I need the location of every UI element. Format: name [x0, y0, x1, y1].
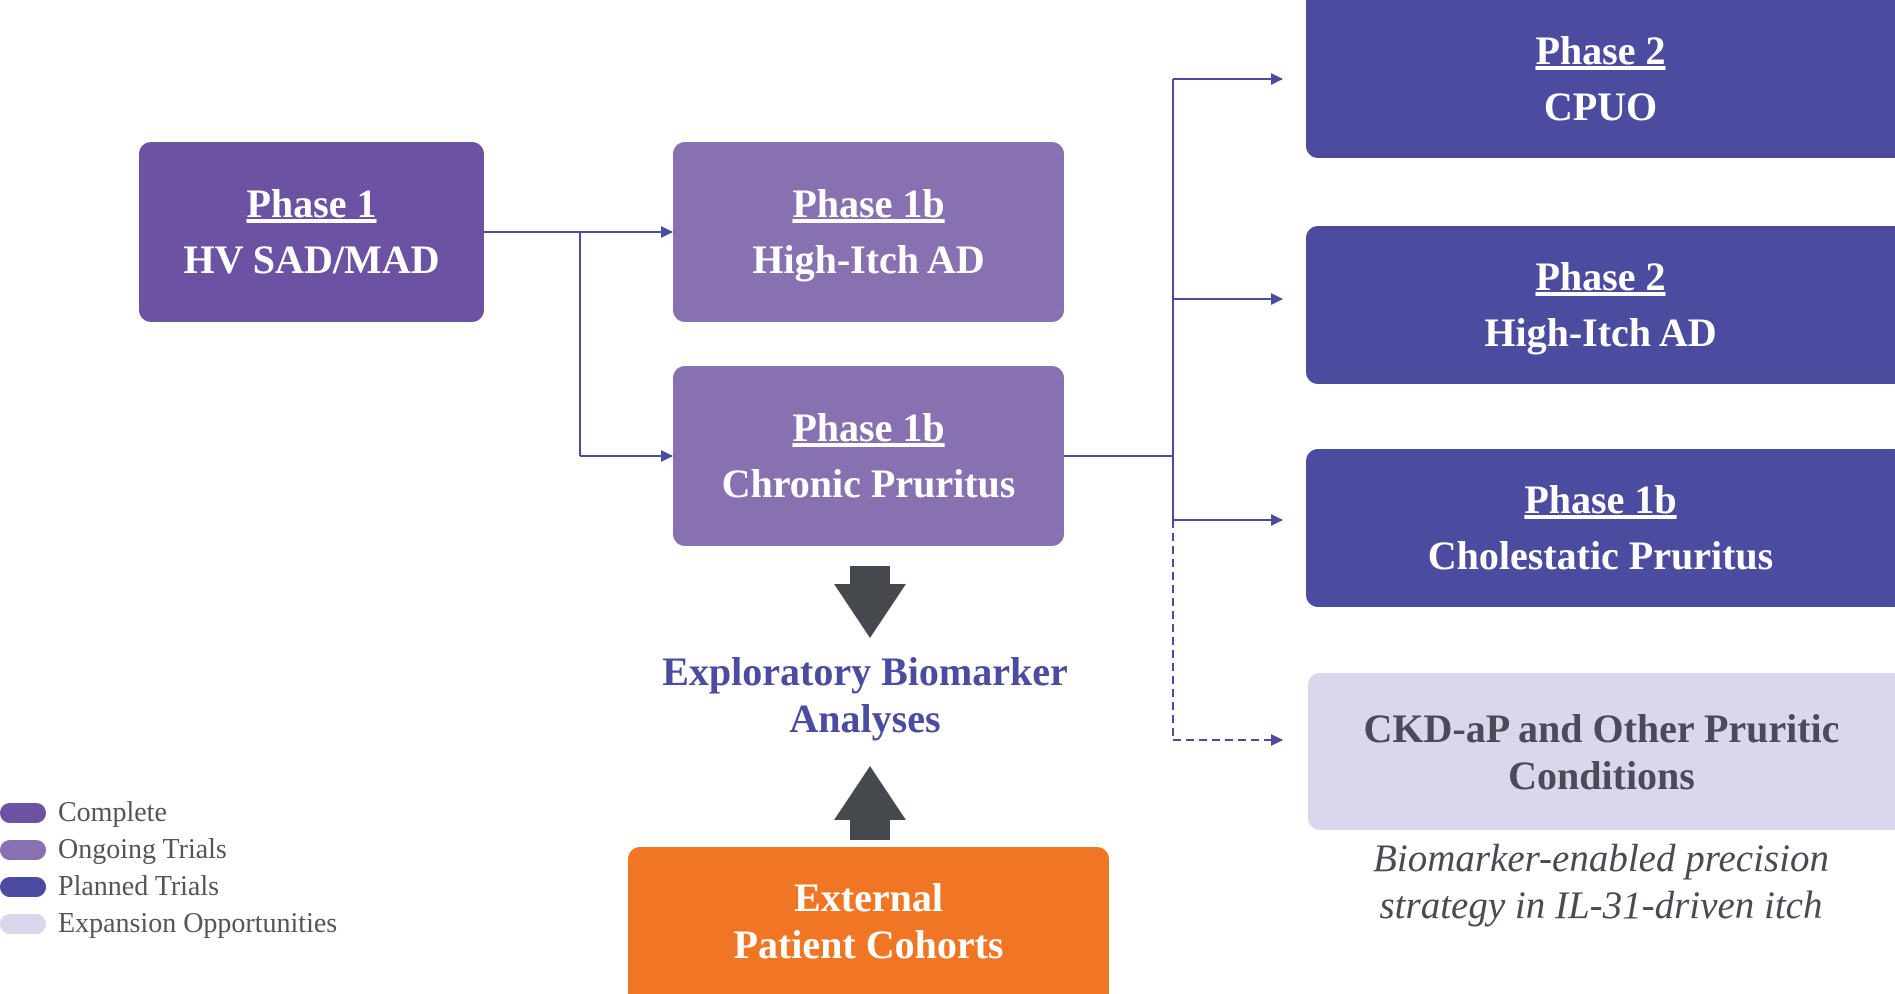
tagline-line1: Biomarker-enabled precision [1373, 837, 1829, 880]
legend-label: Complete [58, 797, 167, 828]
phase1b-chronic-pruritus-box: Phase 1b Chronic Pruritus [673, 366, 1064, 546]
legend-swatch-expansion [0, 914, 46, 934]
phase1b-high-itch-ad-title: Phase 1b [792, 181, 945, 226]
expansion-line2: Conditions [1508, 752, 1695, 798]
legend-swatch-planned [0, 877, 46, 897]
legend-item-complete: Complete [0, 798, 380, 828]
phase2-cpuo-subtitle: CPUO [1543, 84, 1658, 129]
phase2-high-itch-ad-subtitle: High-Itch AD [1484, 310, 1717, 355]
legend-label: Expansion Opportunities [58, 908, 338, 939]
legend-label: Planned Trials [58, 871, 220, 902]
phase1b-high-itch-ad-subtitle: High-Itch AD [752, 237, 985, 282]
phase1b-chronic-pruritus-title: Phase 1b [792, 405, 945, 450]
phase1b-cholestatic-pruritus-title: Phase 1b [1524, 477, 1677, 522]
up-arrow [834, 766, 906, 840]
legend-swatch-ongoing [0, 840, 46, 860]
expansion-line1: CKD-aP and Other Pruritic [1363, 705, 1840, 751]
legend-item-planned: Planned Trials [0, 872, 380, 902]
phase2-cpuo-title: Phase 2 [1535, 28, 1666, 73]
ckd-ap-expansion-box: CKD-aP and Other Pruritic Conditions [1308, 673, 1895, 830]
phase1b-cholestatic-pruritus-subtitle: Cholestatic Pruritus [1427, 533, 1774, 578]
strategy-tagline: Biomarker-enabled precision strategy in … [1306, 835, 1895, 929]
biomarker-line2: Analyses [789, 696, 941, 741]
biomarker-line1: Exploratory Biomarker [662, 649, 1068, 694]
tagline-line2: strategy in IL-31-driven itch [1379, 884, 1823, 927]
phase1b-chronic-pruritus-subtitle: Chronic Pruritus [721, 461, 1016, 506]
legend-item-ongoing: Ongoing Trials [0, 835, 380, 865]
legend-label: Ongoing Trials [58, 834, 227, 865]
phase2-cpuo-box: Phase 2 CPUO [1306, 0, 1895, 158]
phase2-high-itch-ad-box: Phase 2 High-Itch AD [1306, 226, 1895, 384]
external-line2: Patient Cohorts [733, 921, 1004, 967]
phase2-high-itch-ad-title: Phase 2 [1535, 254, 1666, 299]
legend-swatch-complete [0, 803, 46, 823]
legend-item-expansion: Expansion Opportunities [0, 909, 380, 939]
phase1b-high-itch-ad-box: Phase 1b High-Itch AD [673, 142, 1064, 322]
external-patient-cohorts-box: External Patient Cohorts [628, 847, 1109, 994]
phase1-subtitle: HV SAD/MAD [183, 237, 440, 282]
external-line1: External [794, 874, 943, 920]
phase1-title: Phase 1 [246, 181, 377, 226]
phase1-box: Phase 1 HV SAD/MAD [139, 142, 484, 322]
phase1b-cholestatic-pruritus-box: Phase 1b Cholestatic Pruritus [1306, 449, 1895, 607]
exploratory-biomarker-label: Exploratory Biomarker Analyses [610, 648, 1120, 742]
down-arrow [834, 566, 906, 638]
